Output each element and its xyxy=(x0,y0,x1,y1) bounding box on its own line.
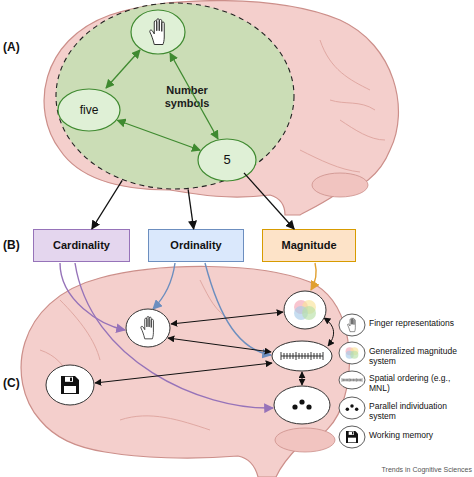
legend-icon xyxy=(339,397,365,419)
legend-text: Generalized magnitude system xyxy=(369,347,473,367)
region-circle xyxy=(284,291,326,329)
connection-arrow xyxy=(302,372,303,385)
concept-box: Ordinality xyxy=(148,229,244,262)
node-text: 5 xyxy=(223,152,230,168)
legend-icon xyxy=(339,342,365,364)
pathway-line xyxy=(60,263,125,330)
hand-icon xyxy=(348,318,356,332)
node-text: Ordinality xyxy=(170,239,221,252)
magnitude-icon xyxy=(346,347,359,359)
watermark: Trends in Cognitive Sciences xyxy=(320,466,472,473)
node-text: Magnitude xyxy=(282,239,337,252)
connector-arrow xyxy=(244,173,294,229)
pathway-line xyxy=(153,263,175,309)
magnitude-icon xyxy=(294,300,316,320)
node-text: Cardinality xyxy=(53,239,110,252)
node-text: Number symbols xyxy=(155,84,219,110)
cerebellum xyxy=(312,173,368,197)
number-line-icon xyxy=(342,378,362,382)
connection-arrow xyxy=(168,338,271,352)
dots-icon xyxy=(346,404,359,411)
mnl-region xyxy=(272,341,332,371)
legend-icon xyxy=(339,426,365,448)
region-circle xyxy=(46,365,94,405)
region-circle xyxy=(272,341,332,371)
floppy-icon xyxy=(346,431,358,443)
symbol-circle: five xyxy=(57,88,121,132)
connector-arrow xyxy=(188,189,194,229)
legend-text: Finger representations xyxy=(369,319,473,329)
dots-icon xyxy=(292,399,311,409)
concept-box: Cardinality xyxy=(33,229,130,262)
brain-bottom xyxy=(21,266,349,477)
node-text: five xyxy=(80,103,99,117)
brain-outline xyxy=(21,266,349,477)
number-line-icon xyxy=(281,352,323,360)
legend-icons xyxy=(339,314,365,448)
floppy-icon xyxy=(61,376,79,394)
brain-outline xyxy=(44,1,398,215)
region-circle xyxy=(274,386,330,424)
brain-top xyxy=(44,1,398,215)
pathway-line xyxy=(311,263,316,290)
cerebellum xyxy=(275,428,335,452)
region-circle xyxy=(126,309,170,347)
brain-gyri xyxy=(300,40,385,172)
node-ellipse xyxy=(198,139,256,181)
symbol-group-ellipse: Number symbols five 5 xyxy=(55,2,295,190)
individuation-region xyxy=(274,386,330,424)
hand-icon xyxy=(141,316,154,338)
pathway-line xyxy=(205,263,271,355)
legend-text: Working memory xyxy=(369,431,473,441)
legend-icon xyxy=(339,314,365,336)
brain-gyri xyxy=(40,280,230,430)
connection-arrow xyxy=(95,363,272,383)
connector-arrow xyxy=(92,180,122,229)
connection-arrow xyxy=(171,312,283,324)
panel-label: (B) xyxy=(3,238,33,252)
concept-box: Magnitude xyxy=(262,229,356,262)
pathway-line xyxy=(75,263,273,408)
magnitude-region xyxy=(284,291,326,329)
connection-arrow xyxy=(324,318,334,346)
legend-text: Spatial ordering (e.g., MNL) xyxy=(369,374,473,394)
panel-label: (A) xyxy=(3,40,33,54)
finger-region xyxy=(126,309,170,347)
node-ellipse xyxy=(58,89,120,131)
memory-region xyxy=(46,365,94,405)
node-ellipse xyxy=(56,3,294,189)
legend-icon xyxy=(339,371,365,389)
panel-label: (C) xyxy=(3,376,33,390)
symbol-circle: 5 xyxy=(197,138,257,182)
legend-text: Parallel individuation system xyxy=(369,402,473,422)
